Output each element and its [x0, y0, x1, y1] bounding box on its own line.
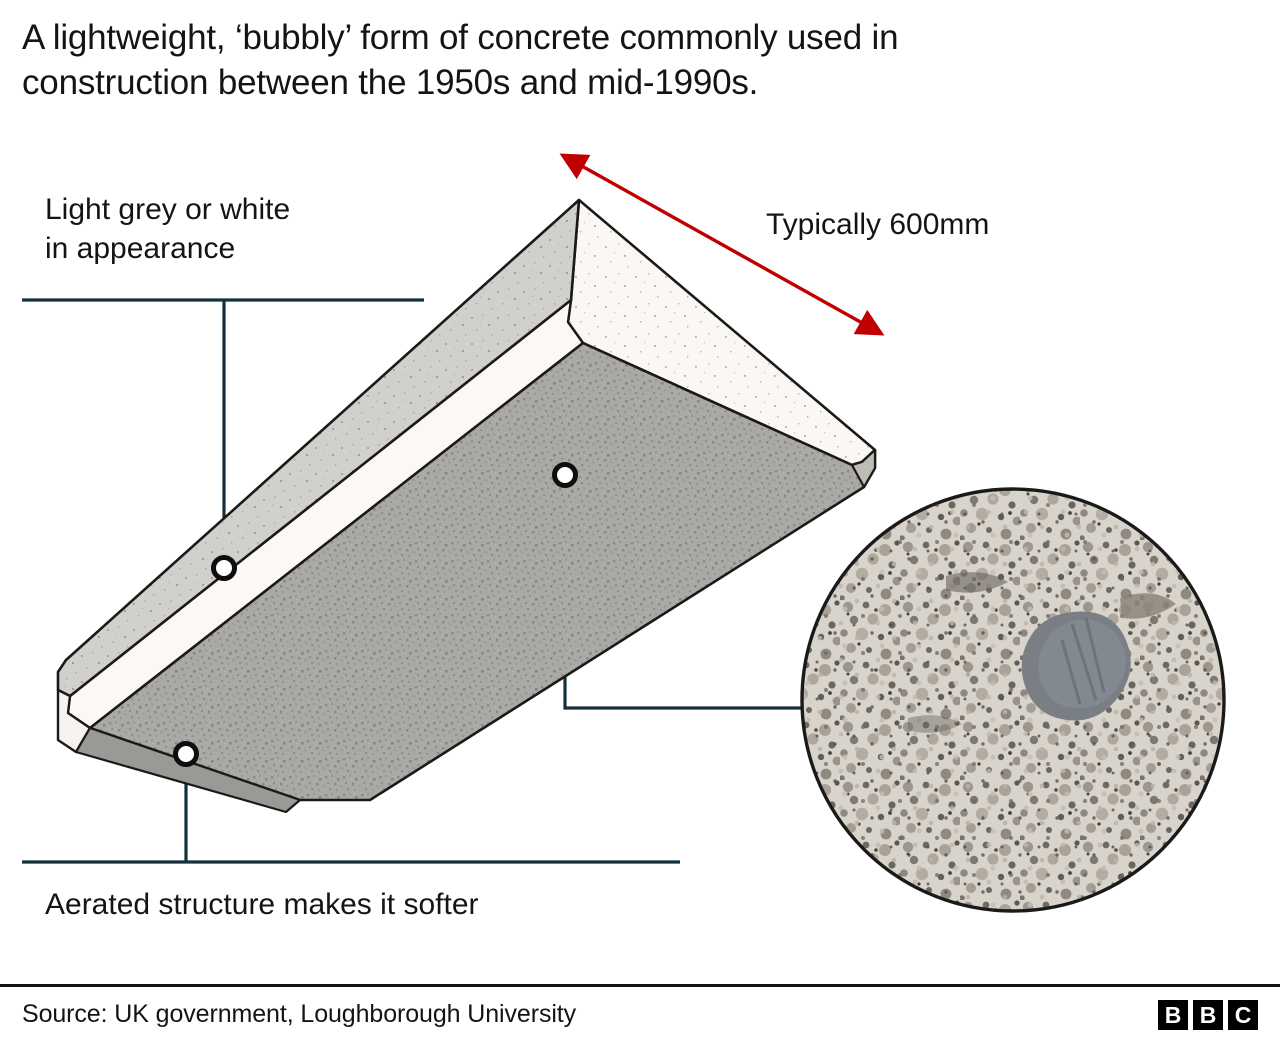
bbc-logo-letter-2: B — [1193, 1000, 1223, 1030]
softer-marker — [173, 741, 199, 767]
appearance-marker — [211, 555, 237, 581]
aerated-marker — [552, 462, 578, 488]
bbc-logo-letter-3: C — [1228, 1000, 1258, 1030]
concrete-slab — [56, 198, 877, 814]
bbc-logo: B B C — [1158, 1000, 1258, 1030]
annotation-appearance: Light grey or white in appearance — [45, 193, 291, 265]
footer-divider — [0, 984, 1280, 987]
bbc-logo-letter-1: B — [1158, 1000, 1188, 1030]
page-title: A lightweight, ‘bubbly’ form of concrete… — [22, 18, 899, 102]
source-credit: Source: UK government, Loughborough Univ… — [22, 1000, 577, 1028]
callout-markers — [173, 462, 578, 767]
aerated-closeup-photo — [800, 487, 1226, 913]
dimension-arrow — [559, 153, 885, 336]
annotation-dimension: Typically 600mm — [766, 208, 990, 241]
annotation-aerated-structure: Aerated structure makes it softer — [45, 888, 479, 921]
